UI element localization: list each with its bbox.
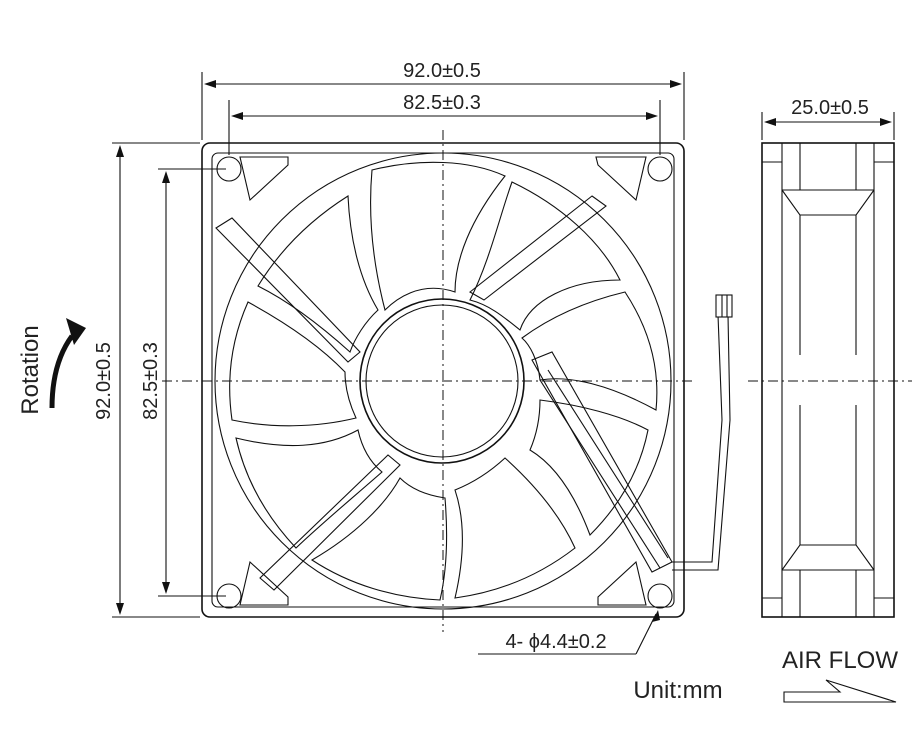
unit-label: Unit:mm (633, 677, 722, 704)
blade-2 (469, 181, 621, 331)
corner-tri-tr (595, 156, 647, 202)
overall-width-label: 92.0±0.5 (403, 60, 481, 82)
side-view (748, 142, 912, 618)
rotation-arrow-icon (49, 318, 86, 409)
blade-5 (454, 457, 576, 599)
blade-1 (369, 161, 506, 312)
strut-br-line2 (547, 369, 669, 559)
air-flow-label: AIR FLOW (782, 647, 898, 674)
strut-bl (259, 454, 401, 591)
fan-blades (229, 161, 658, 601)
front-view (162, 130, 733, 632)
airflow-arrow-icon (783, 679, 897, 703)
mount-hole-callout (478, 610, 660, 655)
corner-tri-bl (239, 560, 289, 606)
side-outline (761, 142, 895, 618)
mount-hole-br (647, 583, 673, 609)
blade-6 (310, 477, 448, 601)
blade-8 (229, 301, 357, 427)
corner-tri-tl (239, 156, 289, 202)
blade-3 (521, 291, 658, 411)
depth-label: 25.0±0.5 (791, 97, 869, 119)
rotation-label: Rotation (17, 325, 44, 414)
blade-7 (235, 429, 383, 549)
overall-height-label: 92.0±0.5 (93, 342, 115, 420)
blade-4 (529, 399, 649, 536)
dimension-height (112, 142, 226, 618)
wire-icon (672, 294, 733, 571)
dimension-depth (761, 112, 895, 140)
strut-tr (469, 195, 607, 301)
strut-br-line1 (539, 379, 661, 569)
strut-tl (215, 217, 361, 363)
strut-br (531, 351, 673, 573)
dimension-width (201, 72, 685, 155)
hole-spacing-width-label: 82.5±0.3 (403, 92, 481, 114)
mount-hole-tr (647, 156, 673, 182)
blade-9 (257, 195, 379, 353)
corner-tri-br (597, 560, 647, 606)
mount-hole-label: 4- ϕ4.4±0.2 (505, 631, 606, 653)
hole-spacing-height-label: 82.5±0.3 (140, 342, 162, 420)
